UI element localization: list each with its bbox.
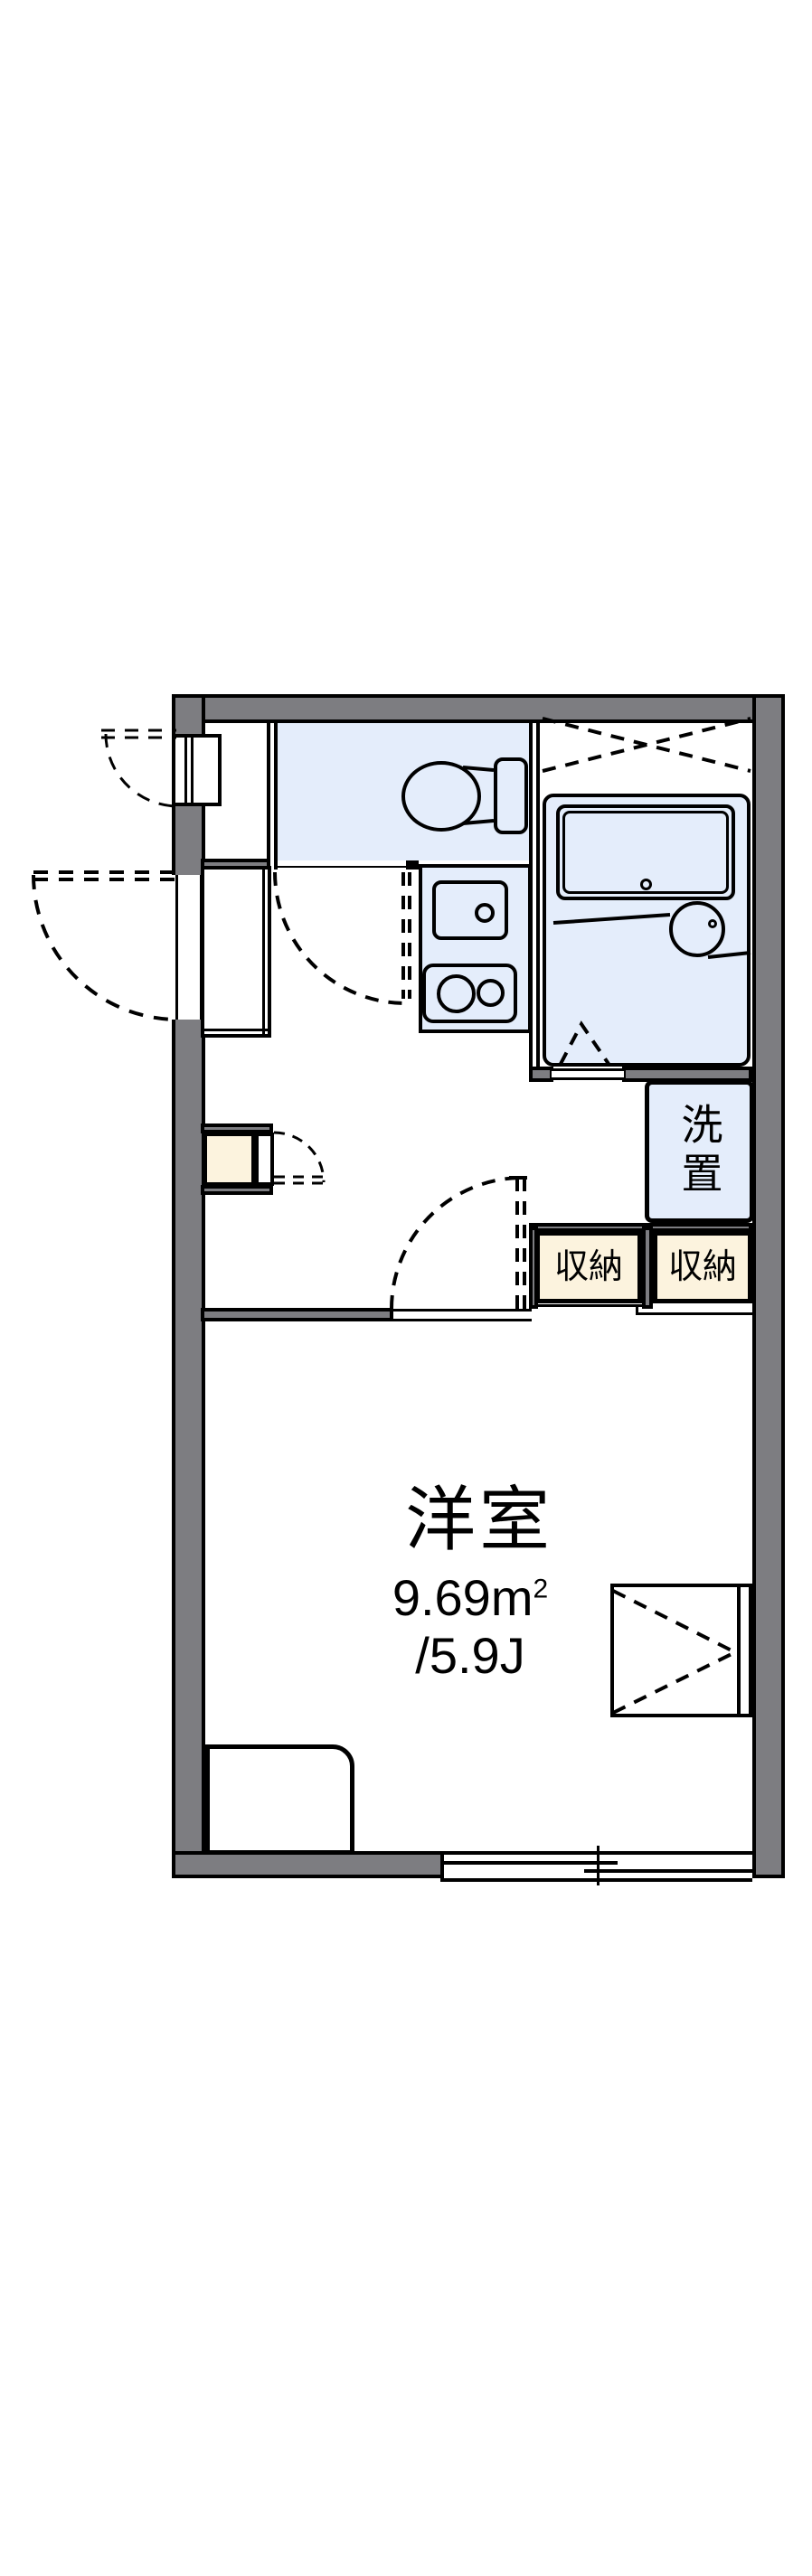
room-name-label: 洋室 <box>404 1480 553 1559</box>
wall-bath-bottom-left <box>529 1067 553 1082</box>
entry-step-bottom-line <box>204 1029 268 1031</box>
room-area-label: 9.69m2 <box>362 1573 579 1623</box>
wall-bottom <box>172 1851 444 1878</box>
bathtub-drain <box>640 879 652 890</box>
entrance-door <box>172 734 222 806</box>
stove-burner-large <box>437 974 476 1013</box>
room-door-threshold <box>393 1309 532 1321</box>
entry-step <box>201 866 271 1038</box>
room-area-value: 9.69m <box>392 1569 533 1626</box>
kitchen-sink <box>432 880 508 940</box>
toilet-tank <box>494 757 528 834</box>
storage-slide-connector <box>636 1304 638 1315</box>
wall-top <box>172 694 785 723</box>
storage-slide-line-2 <box>636 1312 752 1315</box>
storage-label-2: 収納 <box>667 1248 737 1286</box>
entry-step-edge-line <box>262 870 265 1034</box>
wall-stub-below-shoebox <box>201 1185 273 1195</box>
shoe-cabinet <box>203 1133 255 1186</box>
bathtub <box>556 804 735 900</box>
washer-label: 洗置 <box>675 1103 723 1200</box>
wall-storage-divider <box>642 1227 653 1309</box>
toilet-bowl <box>401 761 481 832</box>
room-area-sup: 2 <box>533 1574 549 1604</box>
washbasin-faucet <box>708 919 717 928</box>
stove-burner-small <box>477 979 505 1007</box>
sliding-window <box>440 1851 752 1882</box>
wall-hall-room <box>201 1308 393 1321</box>
storage-box-2: 収納 <box>653 1231 752 1303</box>
sliding-window-sash-lower <box>584 1869 752 1873</box>
washbasin <box>669 901 725 957</box>
wall-toilet-bottom-right <box>406 859 419 870</box>
bathtub-inner <box>562 811 729 894</box>
room-tatami-label: /5.9J <box>415 1627 525 1684</box>
kitchen-faucet <box>475 903 495 923</box>
entrance-opening-line-outer <box>175 875 178 1020</box>
bath-door-threshold <box>552 1068 624 1080</box>
washer-space: 洗置 <box>645 1080 754 1223</box>
storage-slide-line-1 <box>535 1304 642 1307</box>
storage-box-1: 収納 <box>535 1231 642 1303</box>
storage-label-1: 収納 <box>553 1248 623 1286</box>
shoe-cabinet-door <box>255 1133 274 1186</box>
sliding-window-sash-upper <box>444 1861 618 1865</box>
wall-right <box>752 694 785 1878</box>
bay-closet-inner-line <box>737 1587 741 1717</box>
bay-closet <box>610 1584 752 1717</box>
sliding-window-tick <box>597 1846 600 1885</box>
wall-toilet-left <box>267 723 278 870</box>
wall-stub-above-shoebox <box>201 1123 273 1133</box>
bed-counter <box>205 1744 354 1855</box>
entrance-door-leaf <box>184 738 194 803</box>
